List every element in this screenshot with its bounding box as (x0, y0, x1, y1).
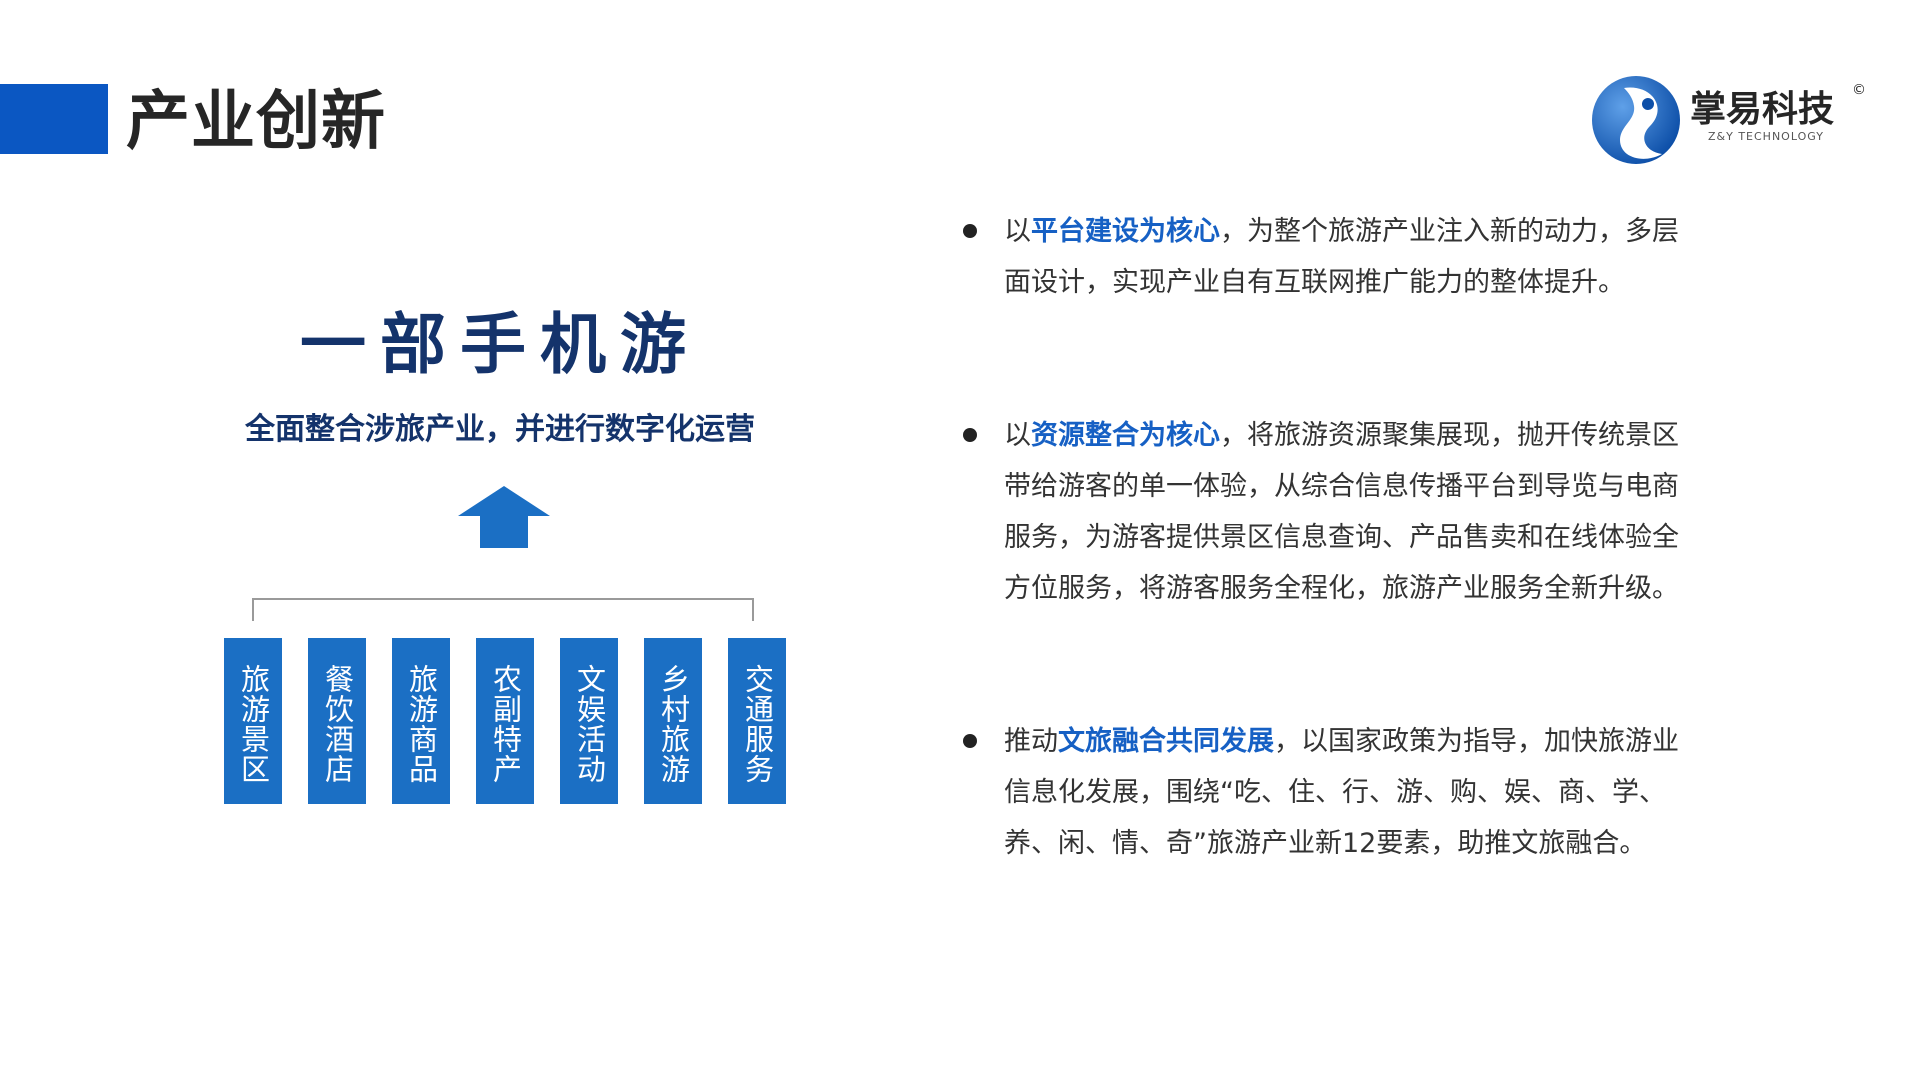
diagram-heading: 一部手机游 (300, 306, 700, 383)
logo-mark-icon (1592, 76, 1680, 164)
up-arrow-icon (458, 486, 550, 548)
bullet-prefix: 推动 (1004, 726, 1058, 757)
category-row: 旅游景区 餐饮酒店 旅游商品 农副特产 文娱活动 乡村旅游 交通服务 (224, 638, 786, 804)
category-box: 餐饮酒店 (308, 638, 366, 804)
category-box: 旅游商品 (392, 638, 450, 804)
logo-name: 掌易科技 (1690, 89, 1835, 130)
bullet-prefix: 以 (1004, 420, 1031, 451)
category-box: 旅游景区 (224, 638, 282, 804)
title-accent-bar (0, 84, 108, 154)
page-title: 产业创新 (126, 85, 386, 159)
bullet-dot-icon (963, 224, 977, 238)
company-logo: 掌易科技 © Z&Y TECHNOLOGY (1590, 74, 1880, 168)
bullet-highlight: 文旅融合共同发展 (1058, 726, 1274, 757)
bullet-dot-icon (963, 734, 977, 748)
bullet-highlight: 平台建设为核心 (1031, 216, 1220, 247)
category-box: 乡村旅游 (644, 638, 702, 804)
bullet-rest: ，为整个旅游产业注入新的动力，多层面设计，实现产业自有互联网推广能力的整体提升。 (1004, 216, 1679, 298)
bullet-rest: ，将旅游资源聚集展现，抛开传统景区带给游客的单一体验，从综合信息传播平台到导览与… (1004, 420, 1679, 604)
logo-english-name: Z&Y TECHNOLOGY (1708, 130, 1824, 143)
category-box: 文娱活动 (560, 638, 618, 804)
bullet-text: 推动文旅融合共同发展，以国家政策为指导，加快旅游业信息化发展，围绕“吃、住、行、… (1004, 716, 1684, 869)
bullet-rest: ，以国家政策为指导，加快旅游业信息化发展，围绕“吃、住、行、游、购、娱、商、学、… (1004, 726, 1679, 859)
copyright-mark: © (1852, 82, 1866, 98)
connector-bracket (252, 598, 754, 621)
category-box: 农副特产 (476, 638, 534, 804)
category-box: 交通服务 (728, 638, 786, 804)
bullet-highlight: 资源整合为核心 (1031, 420, 1220, 451)
bullet-dot-icon (963, 428, 977, 442)
bullet-text: 以平台建设为核心，为整个旅游产业注入新的动力，多层面设计，实现产业自有互联网推广… (1004, 206, 1684, 308)
bullet-text: 以资源整合为核心，将旅游资源聚集展现，抛开传统景区带给游客的单一体验，从综合信息… (1004, 410, 1684, 614)
diagram-subheading: 全面整合涉旅产业，并进行数字化运营 (245, 412, 755, 447)
bullet-prefix: 以 (1004, 216, 1031, 247)
